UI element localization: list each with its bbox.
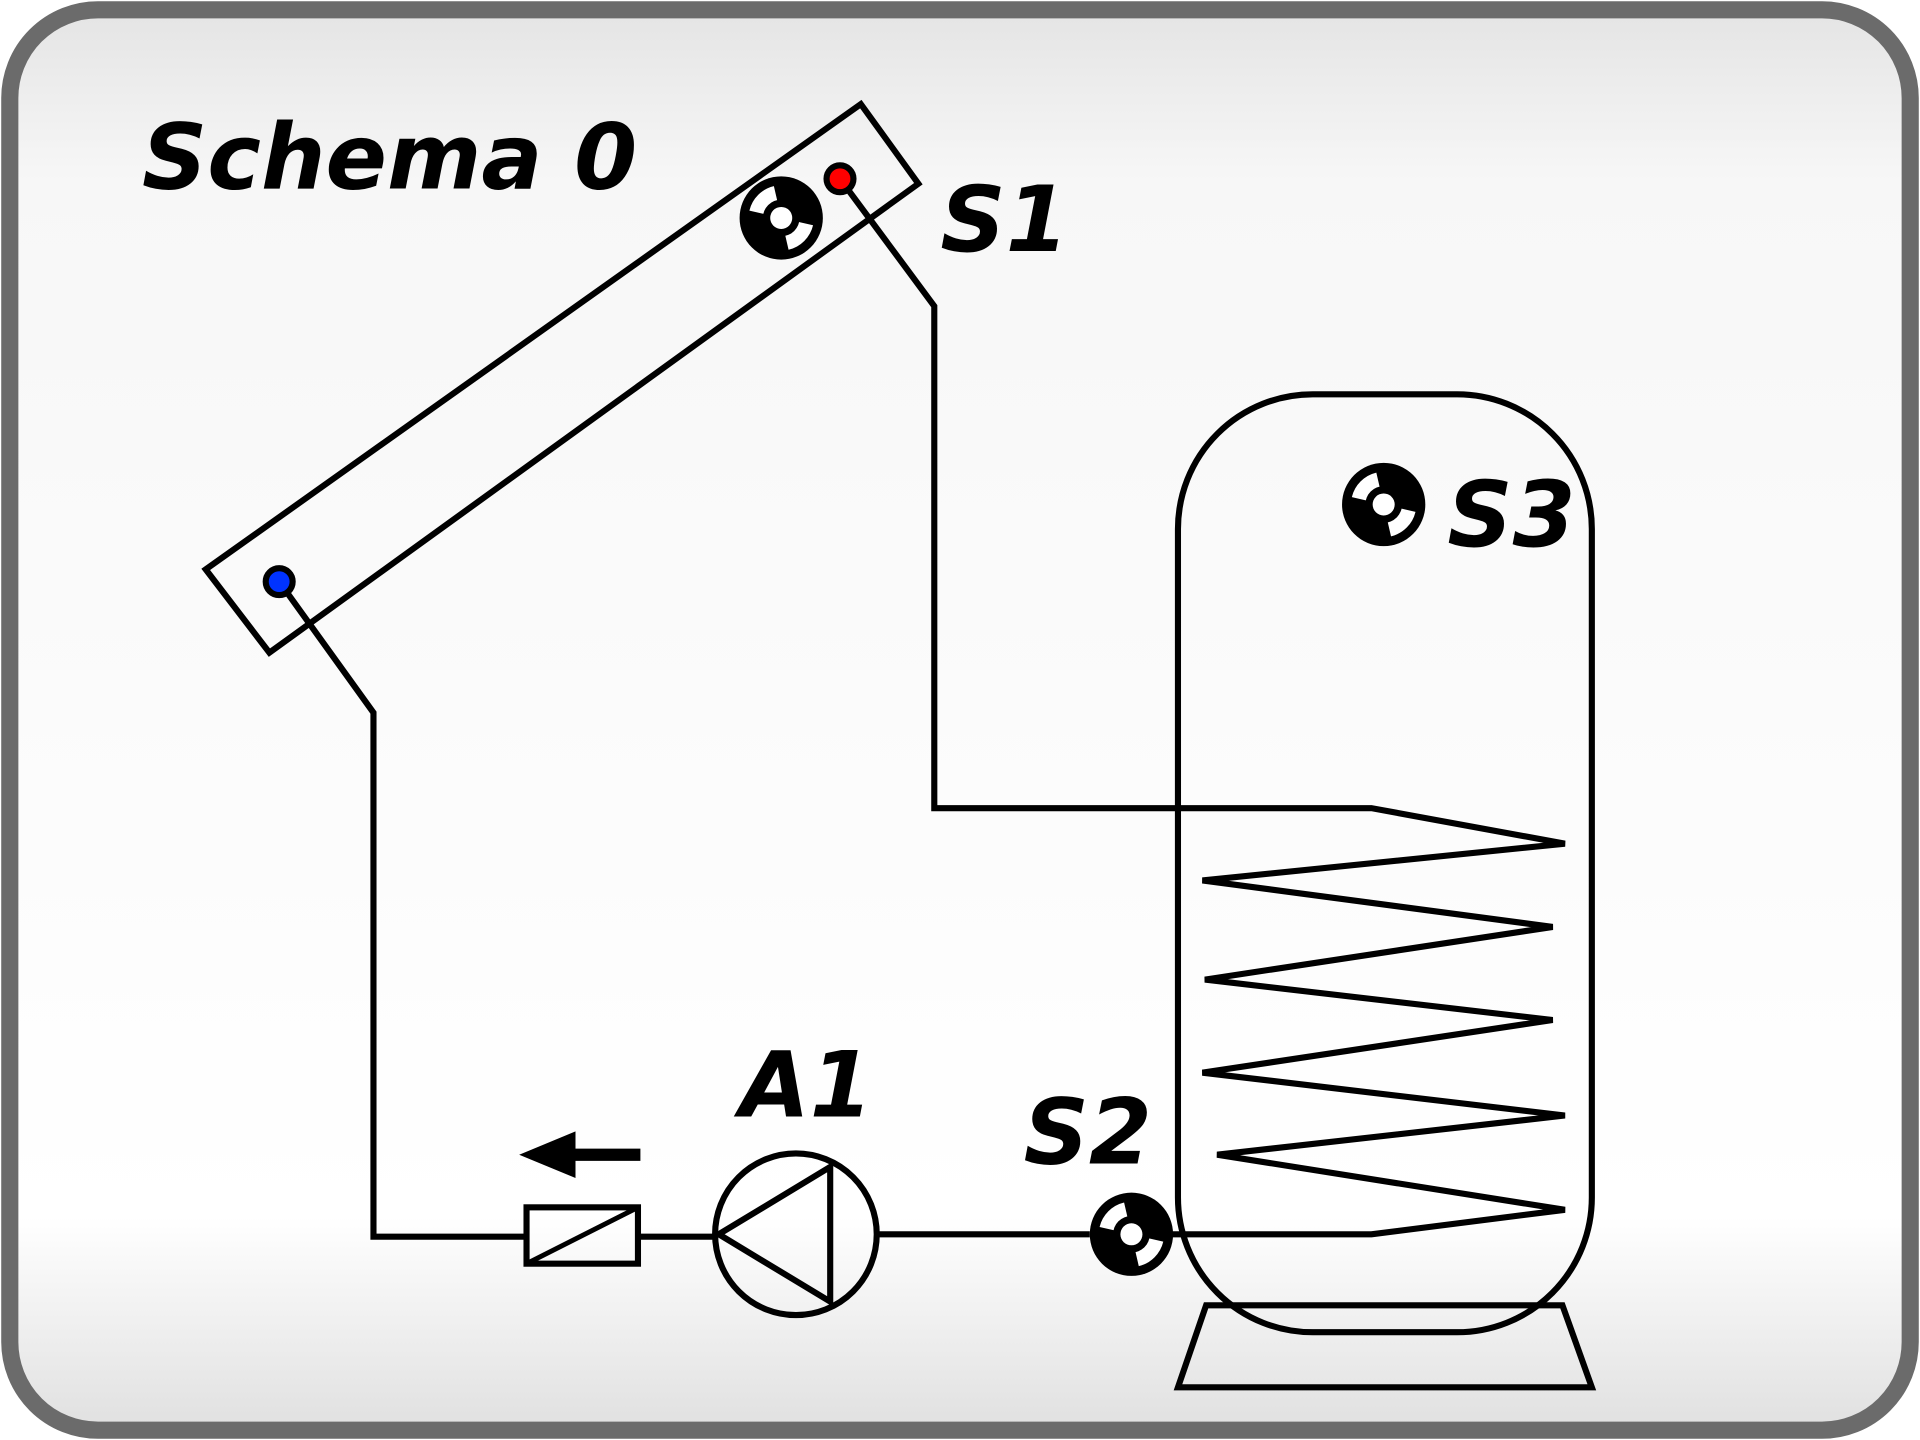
temperature-sensor-icon [739, 176, 823, 260]
solar-collector-icon [201, 99, 923, 657]
flow-arrow-icon [519, 1131, 641, 1178]
tank-stand [1173, 1302, 1597, 1391]
valve-icon [523, 1204, 642, 1267]
schema-title: Schema 0 [142, 106, 637, 211]
cold-connection-dot [262, 565, 296, 599]
sensor-label-s2: S2 [1024, 1080, 1152, 1185]
temperature-sensor-icon [1089, 1192, 1174, 1276]
storage-tank-icon [1174, 391, 1595, 1336]
temperature-sensor-icon [1342, 462, 1426, 547]
sensor-label-s1: S1 [940, 168, 1068, 273]
hot-connection-dot [823, 162, 857, 196]
pump-icon [712, 1150, 880, 1319]
flow-pipe-and-coil [837, 176, 1566, 1238]
return-pipe [276, 579, 527, 1240]
sensor-label-s3: S3 [1447, 463, 1575, 568]
pump-label-a1: A1 [734, 1034, 873, 1139]
